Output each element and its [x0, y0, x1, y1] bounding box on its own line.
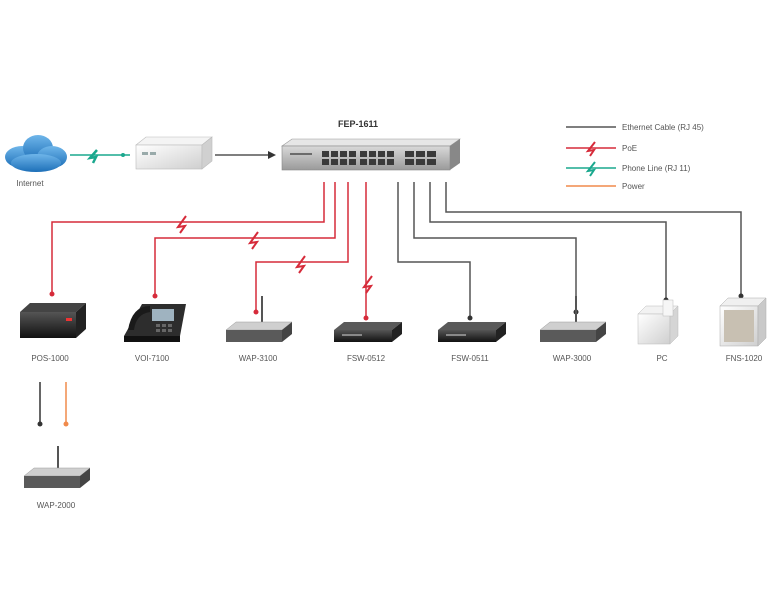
access-point-icon: [23, 446, 91, 488]
legend-phone-bolt-icon: [585, 161, 597, 177]
switch-title: FEP-1611: [338, 119, 378, 129]
wap3000-label: WAP-3000: [553, 354, 592, 363]
legend-poe-bolt-icon: [585, 141, 597, 157]
modem-icon: [135, 136, 213, 170]
legend-power-label: Power: [622, 182, 645, 191]
pc-label: PC: [656, 354, 667, 363]
ethernet-cable-fns: [445, 182, 742, 296]
access-point-icon: [225, 296, 293, 342]
wap2000-label: WAP-2000: [37, 501, 76, 510]
poe-cable-voi: [154, 182, 336, 296]
access-point-icon: [539, 296, 607, 342]
legend: Ethernet Cable (RJ 45) PoE Phone Line (R…: [566, 123, 704, 191]
poe-cable-wap3100: [255, 182, 349, 312]
pos-label: POS-1000: [31, 354, 69, 363]
ethernet-cable-fsw0511: [397, 182, 471, 318]
ip-phone-icon: [124, 304, 186, 342]
voi-label: VOI-7100: [135, 354, 170, 363]
connections: [37, 149, 744, 427]
ethernet-cable-wap3000: [413, 182, 577, 312]
poe-bolt-icons: [175, 215, 374, 294]
poe-cable-pos: [51, 182, 325, 294]
desktop-switch-icon: [334, 322, 402, 342]
fsw0511-label: FSW-0511: [451, 354, 489, 363]
legend-phone-label: Phone Line (RJ 11): [622, 164, 691, 173]
switch-icon: [281, 138, 461, 171]
internet-label: Internet: [16, 179, 44, 188]
fsw0512-label: FSW-0512: [347, 354, 386, 363]
cloud-icon: [5, 135, 67, 172]
wap3100-label: WAP-3100: [239, 354, 278, 363]
desktop-switch-icon: [438, 322, 506, 342]
poe-splitter-icon: [20, 303, 86, 338]
nas-icon: [719, 297, 767, 347]
legend-poe-label: PoE: [622, 144, 637, 153]
legend-ethernet-label: Ethernet Cable (RJ 45): [622, 123, 704, 132]
ethernet-cable-pc: [429, 182, 667, 300]
fns-label: FNS-1020: [726, 354, 763, 363]
phone-line-bolt-icon: [86, 149, 99, 164]
pc-icon: [637, 299, 679, 345]
